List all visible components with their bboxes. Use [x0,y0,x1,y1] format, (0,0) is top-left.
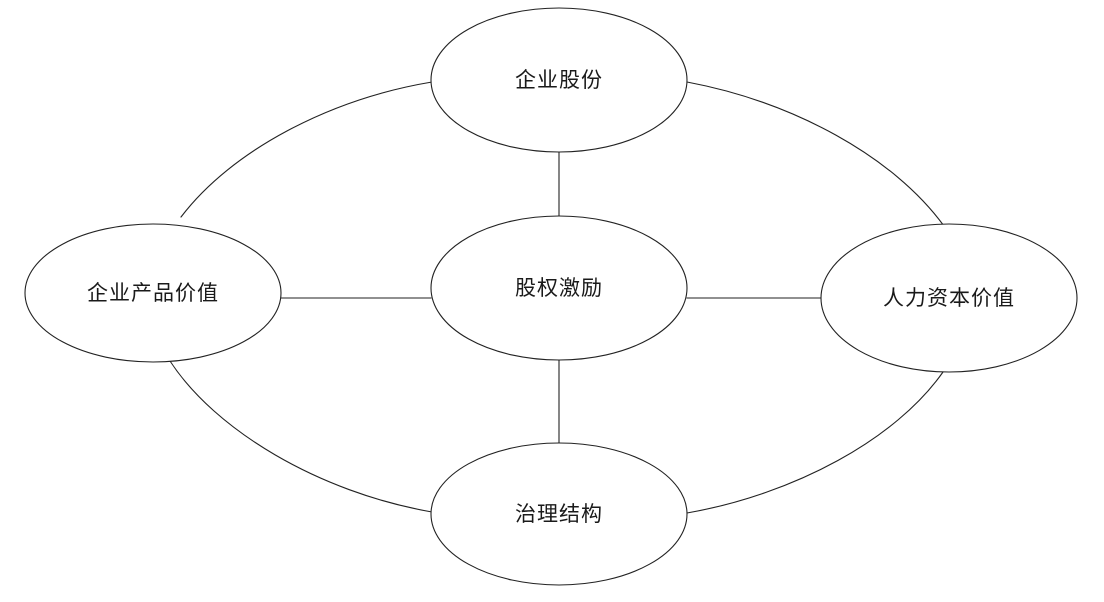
edge-left-top [180,81,433,218]
node-label-center: 股权激励 [515,276,603,300]
node-center[interactable]: 股权激励 [430,215,688,361]
edge-layer [169,81,945,514]
node-shape-right[interactable] [820,223,1078,373]
node-label-left: 企业产品价值 [87,281,219,305]
node-right[interactable]: 人力资本价值 [820,223,1078,373]
node-label-bottom: 治理结构 [515,502,603,526]
edge-bottom-right [686,371,944,514]
node-shape-left[interactable] [24,223,282,363]
edge-top-right [686,81,945,227]
node-left[interactable]: 企业产品价值 [24,223,282,363]
node-label-right: 人力资本价值 [883,286,1015,310]
node-shape-bottom[interactable] [430,442,688,586]
node-shape-top[interactable] [430,7,688,153]
node-top[interactable]: 企业股份 [430,7,688,153]
edge-left-bottom [169,360,433,513]
node-label-top: 企业股份 [515,68,603,92]
node-shape-center[interactable] [430,215,688,361]
node-bottom[interactable]: 治理结构 [430,442,688,586]
